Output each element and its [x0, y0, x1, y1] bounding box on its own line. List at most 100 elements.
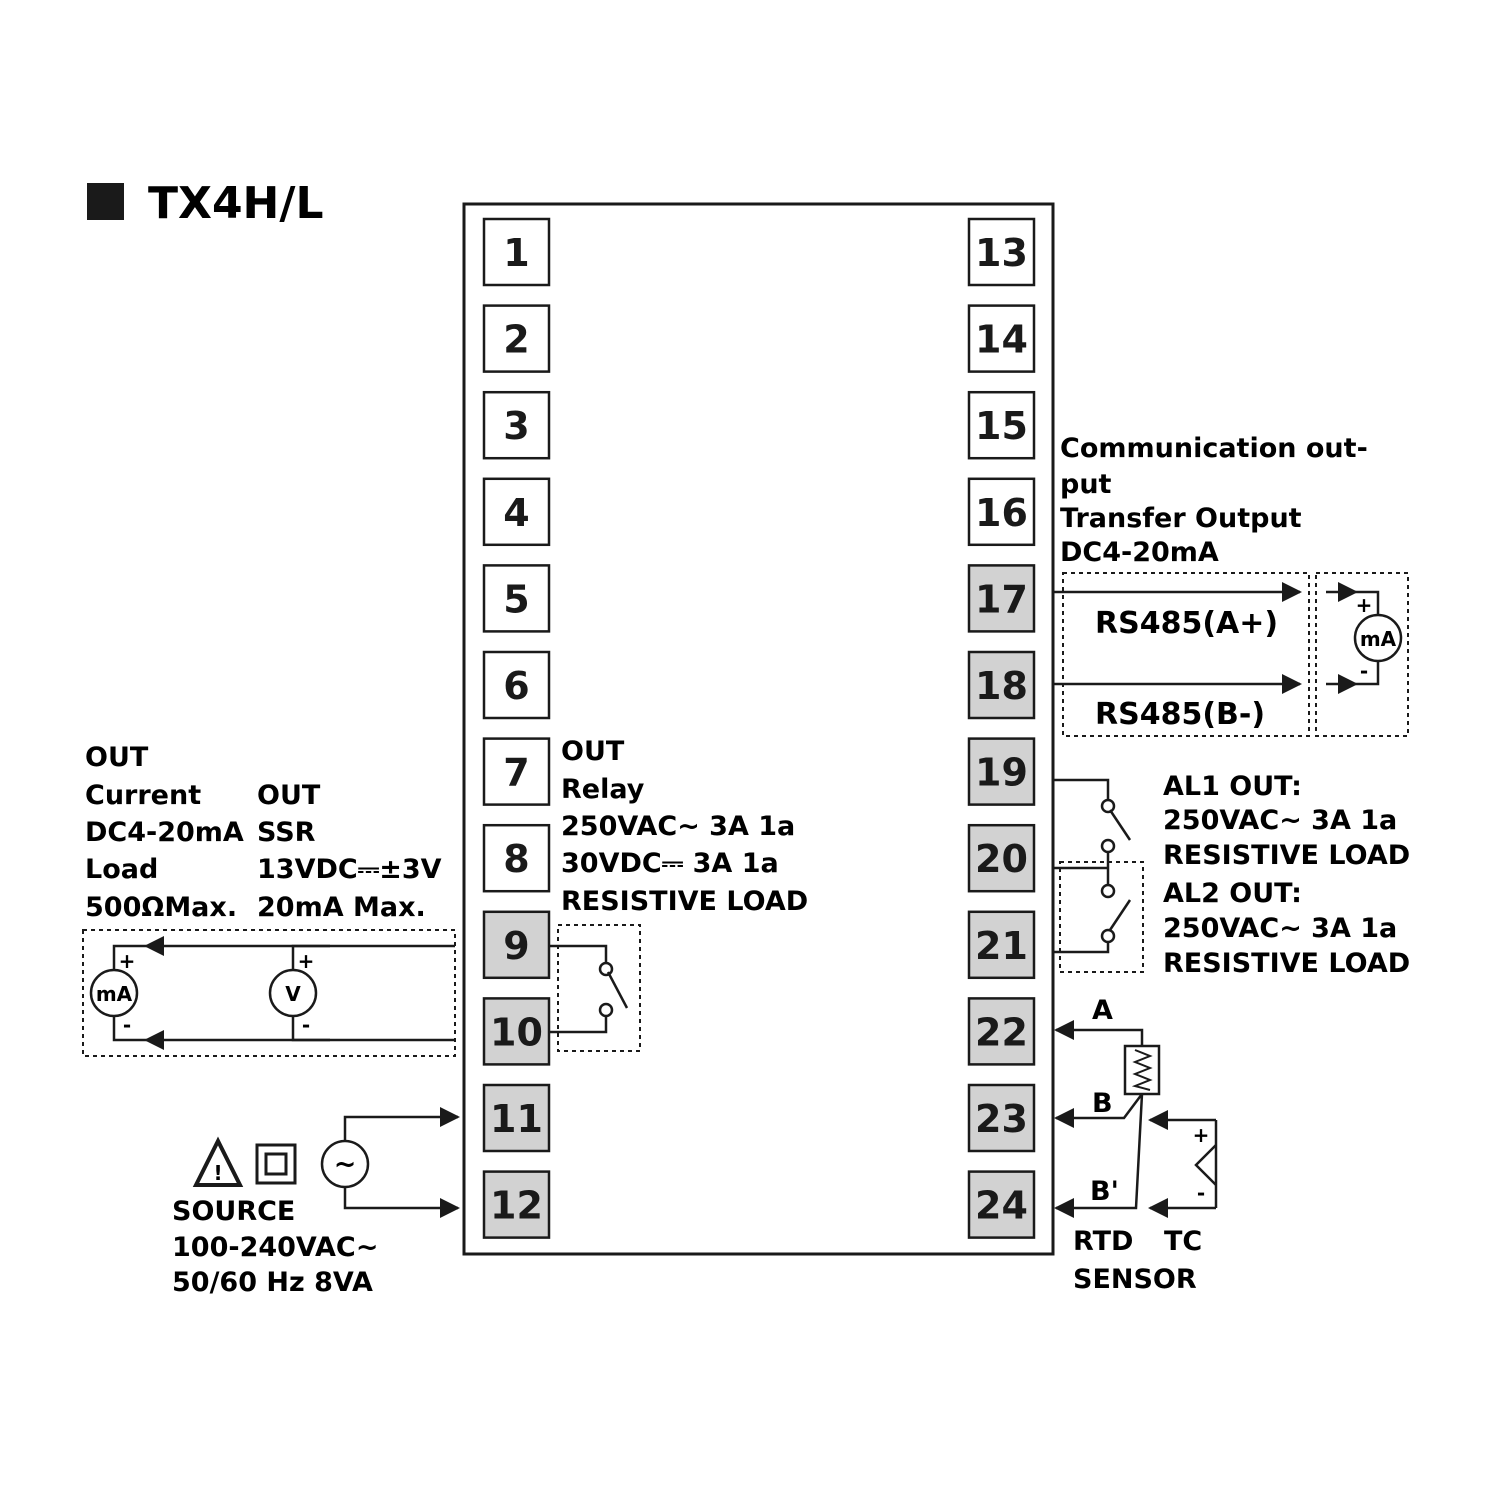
terminal-14-box [967, 304, 1036, 373]
ac-source-icon [320, 1139, 370, 1189]
milliammeter-icon [89, 968, 139, 1018]
transfer-plus: + [1356, 593, 1373, 617]
sensor-b-label: B [1092, 1088, 1113, 1119]
terminal-16-number: 16 [975, 491, 1028, 535]
voltmeter-minus: - [302, 1013, 310, 1037]
rs485-b-label: RS485(B-) [1095, 697, 1265, 732]
terminal-21-number: 21 [975, 924, 1028, 968]
out-relay-line-4: 30VDC⎓ 3A 1a [561, 848, 779, 879]
alarm1-switch-arm [1108, 809, 1132, 841]
rtd-resistor-zigzag [1131, 1049, 1153, 1091]
rtd-label: RTD [1073, 1226, 1133, 1257]
relay-dashed-frame [557, 924, 641, 1052]
source-line-12 [343, 1187, 460, 1218]
voltmeter-plus: + [298, 949, 315, 973]
sensor-line-b [1054, 1093, 1143, 1128]
relay-contact-icon [598, 1002, 614, 1018]
transfer-lead-minus [1356, 661, 1380, 686]
sensor-label: SENSOR [1073, 1264, 1197, 1295]
milliammeter-lead-plus [112, 944, 146, 970]
out-relay-line-5: RESISTIVE LOAD [561, 886, 808, 917]
alarm-line-3: RESISTIVE LOAD [1163, 840, 1410, 871]
out-current-line-2: Current [85, 780, 201, 811]
source-label: SOURCE 100-240VAC∼ 50/60 Hz 8VA [172, 1196, 378, 1298]
sensor-b-prime-label: B' [1090, 1176, 1119, 1207]
rs485-dashed-frame [1062, 572, 1310, 737]
source-line-1: SOURCE [172, 1196, 295, 1227]
terminal-11-number: 11 [490, 1097, 543, 1141]
terminal-3-number: 3 [503, 404, 529, 448]
terminal-8-number: 8 [503, 837, 529, 881]
terminal-22-number: 22 [975, 1010, 1028, 1054]
voltmeter-icon [268, 968, 318, 1018]
transfer-minus: - [1360, 659, 1368, 683]
relay-switch-arm [606, 971, 629, 1009]
alarm2-lead-21 [1054, 942, 1110, 954]
terminal-14-number: 14 [975, 318, 1028, 362]
relay-contact-icon [1100, 798, 1116, 814]
alarm-line-4: AL2 OUT: [1163, 878, 1302, 909]
terminal-15-number: 15 [975, 404, 1028, 448]
terminal-16-box [967, 477, 1036, 547]
source-line-11 [343, 1107, 460, 1141]
terminal-23-number: 23 [975, 1097, 1028, 1141]
milliammeter-lead-minus [112, 1016, 146, 1042]
relay-lead-10 [550, 1017, 608, 1034]
terminal-5-box [482, 564, 551, 633]
terminal-23-box [967, 1083, 1036, 1153]
out-relay-line-3: 250VAC∼ 3A 1a [561, 811, 795, 842]
terminal-1-number: 1 [503, 231, 529, 275]
rs485-a-label: RS485(A+) [1095, 606, 1278, 641]
tc-plus: + [1193, 1123, 1210, 1147]
alarm-dashed-frame [1059, 861, 1144, 973]
alarm-label: AL1 OUT: 250VAC∼ 3A 1a RESISTIVE LOAD AL… [1163, 771, 1410, 979]
out-current-line-3: DC4-20mA [85, 817, 244, 848]
terminal-22-box [967, 997, 1036, 1066]
terminal-7-number: 7 [503, 751, 529, 795]
out-ssr-line-4: 20mA Max. [257, 892, 426, 923]
thermocouple-junction [1194, 1144, 1217, 1186]
out-relay-label: OUT Relay 250VAC∼ 3A 1a 30VDC⎓ 3A 1a RES… [561, 736, 808, 917]
communication-line-2: put [1060, 469, 1112, 500]
terminal-13-box [967, 217, 1036, 287]
voltmeter-lead-plus [291, 944, 330, 970]
relay-contact-icon [1100, 838, 1116, 854]
out-ssr-line-2: SSR [257, 817, 316, 848]
terminal-8-box [482, 823, 551, 893]
alarm1-lead-19 [1054, 778, 1110, 800]
relay-contact-icon [598, 961, 614, 977]
sensor-line-b-prime [1054, 1093, 1144, 1218]
terminal-17-number: 17 [975, 577, 1028, 621]
alarm-line-5: 250VAC∼ 3A 1a [1163, 913, 1397, 944]
terminal-10-box [482, 997, 551, 1066]
voltmeter-symbol: V [285, 982, 301, 1006]
out-current-line-4: Load [85, 854, 158, 885]
terminal-9-number: 9 [503, 924, 529, 968]
controller-body [462, 202, 1055, 1256]
out-ssr-label: OUT SSR 13VDC⎓±3V 20mA Max. [257, 780, 442, 923]
transfer-lead-plus [1356, 590, 1380, 615]
communication-label: Communication out- put Transfer Output D… [1060, 433, 1368, 568]
communication-line-3: Transfer Output [1060, 503, 1302, 534]
terminal-6-number: 6 [503, 664, 529, 708]
relay-contact-icon [1100, 928, 1116, 944]
alarm-line-2: 250VAC∼ 3A 1a [1163, 805, 1397, 836]
out-ssr-line-3: 13VDC⎓±3V [257, 854, 442, 885]
communication-line-1: Communication out- [1060, 433, 1368, 464]
out-current-label: OUT Current DC4-20mA Load 500ΩMax. [85, 742, 244, 923]
milliammeter-minus: - [123, 1013, 131, 1037]
out-current-line-1: OUT [85, 742, 149, 773]
out-relay-line-2: Relay [561, 774, 645, 805]
terminal-4-box [482, 477, 551, 547]
voltmeter-lead-minus [291, 1016, 330, 1042]
sensor-a-label: A [1092, 995, 1113, 1026]
terminal-9-box [482, 910, 551, 980]
tc-label: TC [1164, 1226, 1202, 1257]
terminal-20-box [967, 823, 1036, 893]
terminal-24-box [967, 1170, 1036, 1239]
output-dashed-frame [82, 929, 456, 1057]
alarm-line-1: AL1 OUT: [1163, 771, 1302, 802]
milliammeter-icon [1353, 613, 1403, 663]
